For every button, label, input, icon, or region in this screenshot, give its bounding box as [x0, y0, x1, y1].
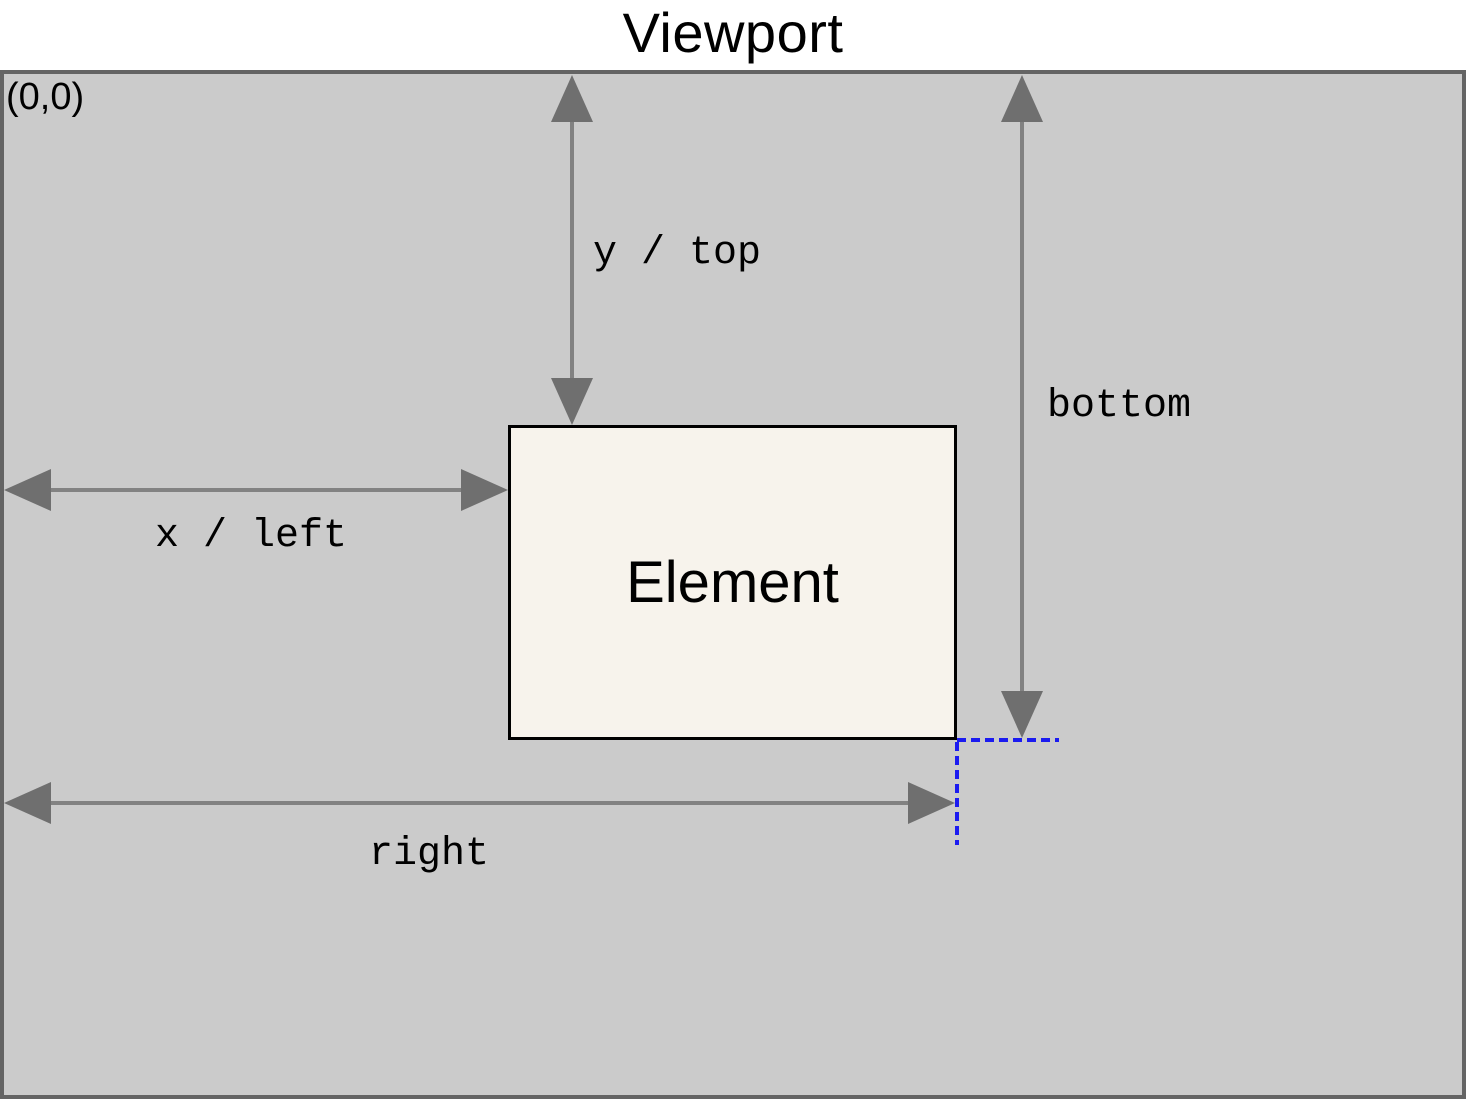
bottom-label: bottom: [1047, 384, 1192, 429]
viewport-title: Viewport: [622, 1, 844, 64]
origin-label: (0,0): [6, 76, 85, 118]
element-box: Element: [508, 425, 957, 740]
y-top-label: y / top: [593, 231, 762, 276]
element-label: Element: [626, 550, 839, 615]
right-label: right: [369, 832, 490, 877]
x-left-label: x / left: [155, 514, 348, 559]
